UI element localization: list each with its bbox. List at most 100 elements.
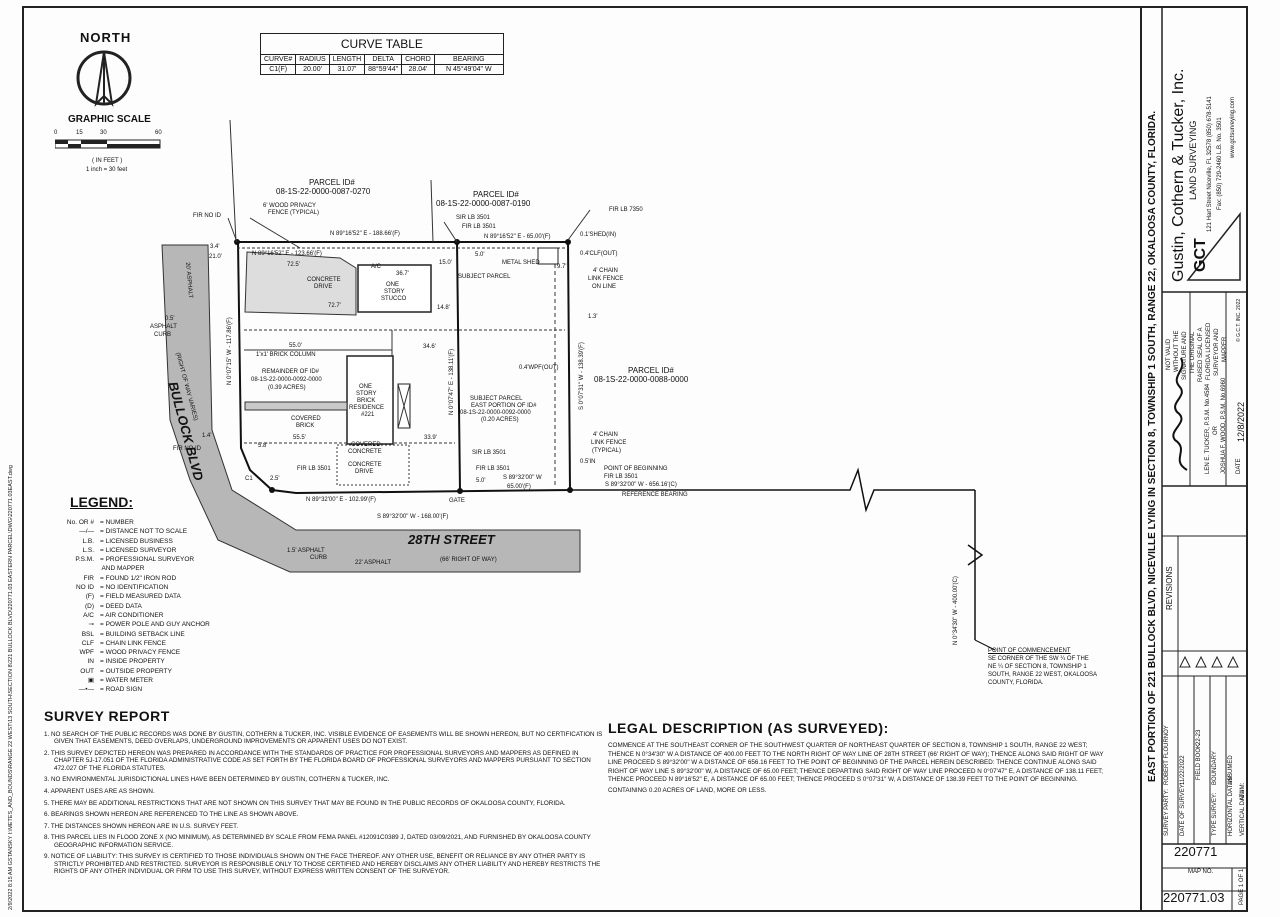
building-label: STUCCO xyxy=(381,296,407,302)
title-block xyxy=(1140,6,1248,912)
bearing-label: N 89°16'52" E - 65.00'(F) xyxy=(484,234,551,240)
28th-asphalt-label: 22' ASPHALT xyxy=(355,560,392,566)
legend-item: ⊸= POWER POLE AND GUY ANCHOR xyxy=(88,621,210,629)
fir-label: FIR LB 3501 xyxy=(604,474,638,480)
legend-item: IN= INSIDE PROPERTY xyxy=(87,658,165,666)
dimension-label: 15.0' xyxy=(439,260,452,266)
fence-offset-label: 0.4'CLF(OUT) xyxy=(580,251,618,257)
vertical-datum-value: N/A xyxy=(1240,789,1246,800)
dimension-label: 5.0' xyxy=(476,478,486,484)
poc-description: SE CORNER OF THE SW ¼ OF THE xyxy=(988,656,1089,662)
revisions-label: REVISIONS xyxy=(1165,566,1174,610)
parcel-id-number: 08-1S-22-0000-0087-0270 xyxy=(276,187,371,196)
drive-label: CONCRETE xyxy=(307,277,341,283)
reference-bearing-label: REFERENCE BEARING xyxy=(622,492,688,498)
not-valid-text: SURVEYOR AND xyxy=(1214,328,1220,376)
bearing-label: N 89°32'00" E - 102.99'(F) xyxy=(306,497,376,503)
asphalt-curb-label: CURB xyxy=(154,332,172,338)
north-arrow-icon xyxy=(76,50,132,107)
north-label: NORTH xyxy=(80,30,132,45)
chain-fence-label: 4' CHAIN xyxy=(593,268,618,274)
map-number-label: MAP NO. xyxy=(1188,869,1214,875)
dimension-label: 1.3' xyxy=(588,314,598,320)
legal-description-acreage: CONTAINING 0.20 ACRES OF LAND, MORE OR L… xyxy=(608,786,767,794)
legend-item: OUT= OUTSIDE PROPERTY xyxy=(80,667,172,675)
map-number: 220771.03 xyxy=(1163,890,1225,905)
subject-parcel-label: SUBJECT PARCEL xyxy=(458,274,511,280)
drive-label: DRIVE xyxy=(314,284,333,290)
fir-label: FIR LB 3501 xyxy=(297,466,331,472)
dimension-label: 72.7' xyxy=(328,303,341,309)
survey-type-value: BOUNDARY xyxy=(1212,751,1218,785)
dimension-label: 34.6' xyxy=(423,344,436,350)
plat-drawing xyxy=(161,119,996,651)
scale-bar xyxy=(55,139,161,149)
legend-item: ▣= WATER METER xyxy=(87,677,153,685)
revision-markers xyxy=(1179,655,1239,668)
legend-item: AND MAPPER xyxy=(100,565,145,573)
fence-label: FENCE (TYPICAL) xyxy=(268,210,320,216)
dimension-label: 2.5' xyxy=(270,476,280,482)
dimension-label: 14.8' xyxy=(437,305,450,311)
legend-item: WPF= WOOD PRIVACY FENCE xyxy=(79,649,181,657)
survey-party-value: ROBERT FLOURNOY xyxy=(1164,725,1170,785)
drive-label: CONCRETE xyxy=(348,462,382,468)
signer-name: LEN E. TUCKER, P.S.M. No.4584 xyxy=(1205,383,1211,474)
curve-cell: 20.00' xyxy=(295,64,330,75)
fence-offset-label: 0.5'IN xyxy=(580,459,596,465)
signature-date: 12/8/2022 xyxy=(1236,401,1246,442)
subject-parcel-label: EAST PORTION OF ID# xyxy=(471,403,537,409)
covered-brick-label: COVERED xyxy=(291,416,321,422)
chain-fence-label: 4' CHAIN xyxy=(593,432,618,438)
chain-fence-label: LINK FENCE xyxy=(591,440,627,446)
residence-label: ONE xyxy=(359,384,373,390)
survey-note: 3. NO ENVIRONMENTAL JURISDICTIONAL LINES… xyxy=(44,776,390,784)
dimension-label: 3.4' xyxy=(210,244,220,250)
horizontal-datum-value: ASSUMED xyxy=(1228,755,1234,785)
survey-note: 9. NOTICE OF LIABILITY: THIS SURVEY IS C… xyxy=(44,853,601,876)
fir-label: FIR LB 7350 xyxy=(609,207,643,213)
poc-description: SOUTH, RANGE 22 WEST, OKALOOSA xyxy=(988,672,1098,678)
signer-or: OR xyxy=(1213,426,1219,435)
legal-description-title: LEGAL DESCRIPTION (AS SURVEYED): xyxy=(608,720,889,736)
copyright-text: © G.C.T. INC. 2022 xyxy=(1236,298,1242,342)
bearing-label: S 89°32'00" W xyxy=(503,475,542,481)
legend-item: BSL= BUILDING SETBACK LINE xyxy=(81,630,185,638)
curve-label: C1 xyxy=(245,476,253,482)
asphalt-curb-label: ASPHALT xyxy=(150,324,177,330)
residence-label: RESIDENCE xyxy=(349,405,385,411)
bearing-label: 65.00'(F) xyxy=(507,484,531,490)
fir-label: FIR NO ID xyxy=(173,446,201,452)
scale-tick-30: 30 xyxy=(100,130,107,136)
field-book-value: 22-23 xyxy=(1196,729,1202,745)
residence-label: #221 xyxy=(361,412,375,418)
page-number: PAGE 1 OF 1 xyxy=(1239,868,1245,905)
gct-logo-icon xyxy=(1186,212,1241,281)
legend-item: —•—= ROAD SIGN xyxy=(78,686,143,694)
dimension-label: 1.4' xyxy=(202,433,212,439)
dimension-label: 21.0' xyxy=(209,254,222,260)
legend-title: LEGEND: xyxy=(70,494,133,510)
field-book-label: FIELD BOOK xyxy=(1196,743,1202,780)
dimension-label: 55.5' xyxy=(293,435,306,441)
survey-note: 1. NO SEARCH OF THE PUBLIC RECORDS WAS D… xyxy=(44,731,603,746)
legend-item: No. OR #= NUMBER xyxy=(66,519,134,526)
parcel-id-number: 08-1S-22-0000-0087-0190 xyxy=(436,199,531,208)
company-website: www.gctsurveying.com xyxy=(1230,96,1236,158)
asphalt-curb-label: 0.5' xyxy=(165,316,175,322)
poc-description: COUNTY, FLORIDA. xyxy=(988,680,1044,686)
survey-party-label: SURVEY PARTY: xyxy=(1164,789,1170,836)
sir-label: SIR LB 3501 xyxy=(456,215,491,221)
bearing-label: N 89°16'52" E - 188.66'(F) xyxy=(330,231,400,237)
bearing-label: N 89°16'52" E - 123.66'(F) xyxy=(252,251,322,257)
not-valid-text: RAISED SEAL OF A xyxy=(1198,327,1204,382)
scale-tick-15: 15 xyxy=(76,130,83,136)
date-label: DATE xyxy=(1236,458,1242,474)
subject-parcel-label: SUBJECT PARCEL xyxy=(470,396,523,402)
chain-fence-label: (TYPICAL) xyxy=(592,448,622,454)
legal-description: COMMENCE AT THE SOUTHEAST CORNER OF THE … xyxy=(608,742,1113,796)
curve-table: CURVE TABLE CURVE# RADIUS LENGTH DELTA C… xyxy=(259,33,504,75)
drive-label: DRIVE xyxy=(355,469,374,475)
gate-label: GATE xyxy=(449,498,465,504)
